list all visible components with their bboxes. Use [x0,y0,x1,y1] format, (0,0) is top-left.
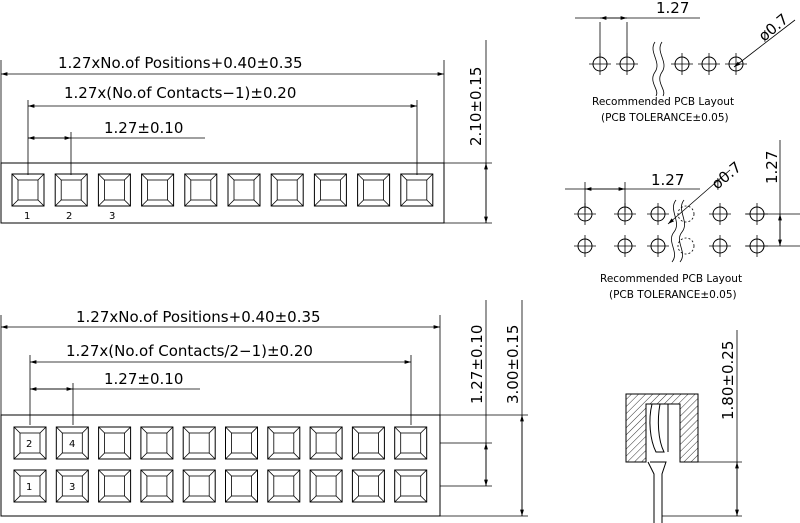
single-pin-square [54,173,88,207]
single-pin-square [270,173,304,207]
double-pin-square [267,469,301,503]
pcb-hole [698,53,720,75]
pcb-single-caption: Recommended PCB Layout [592,96,734,108]
single-pin-square [97,173,131,207]
pcb-hole [725,53,747,75]
side-height-dim: 1.80±0.25 [719,341,737,420]
pcb-hole [709,203,731,225]
double-pin-square [182,469,216,503]
double-contacts-dim: 1.27x(No.of Contacts/2−1)±0.20 [66,342,313,360]
pcb-single-holes [589,53,747,75]
single-pin-label-2: 2 [66,211,72,222]
double-pitch-dim: 1.27±0.10 [104,370,183,388]
double-pin-square [225,426,258,460]
double-height-dim: 3.00±0.15 [504,325,522,404]
double-row-pins [13,426,428,503]
double-pin-square [394,426,428,460]
pcb-hole [709,235,731,257]
pcb-single-view: 1.27 ø0.7 Recommended PCB Layout (PCB TO… [575,0,796,124]
single-height-dim: 2.10±0.15 [467,67,485,146]
side-contact [649,403,665,453]
double-pin-square [182,426,216,460]
pcb-hole [616,53,638,75]
double-row-pitch-dim: 1.27±0.10 [468,325,486,404]
double-pin-square [309,469,343,503]
pcb-double-tolerance: (PCB TOLERANCE±0.05) [609,289,737,301]
double-row-view: 2 4 1 3 1.27xNo.of Positions+0.40±0.35 1… [0,300,528,517]
single-pin-square [313,173,347,207]
pcb-double-hole-leader [667,169,731,225]
pcb-double-view: 1.27 ø0.7 1.27 Recommended PCB Layout (P… [565,140,800,301]
single-overall-dim: 1.27xNo.of Positions+0.40±0.35 [58,54,303,72]
single-pin-square [357,173,391,207]
single-pitch-dim: 1.27±0.10 [104,119,183,137]
pcb-double-pitch-dim: 1.27 [651,171,684,189]
side-body [625,393,699,463]
double-pin-square [351,426,385,460]
single-contacts-dim: 1.27x(No.of Contacts−1)±0.20 [64,84,296,102]
double-pin-square [351,469,385,503]
double-pin-square [55,426,89,460]
double-pin-square [140,469,174,503]
double-overall-dim: 1.27xNo.of Positions+0.40±0.35 [76,308,321,326]
pcb-single-hole-leader [733,19,796,68]
single-pin-label-1: 1 [24,211,30,222]
double-pin-label-2: 2 [26,439,32,450]
pcb-hole [671,53,693,75]
pcb-hidden-hole [677,205,695,223]
double-pin-square [309,426,343,460]
single-pin-label-3: 3 [109,211,115,222]
pcb-hole [647,235,669,257]
double-pin-label-1: 1 [26,482,32,493]
pcb-single-tolerance: (PCB TOLERANCE±0.05) [601,112,729,124]
single-row-view: 1 2 3 1.27xNo.of Positions+0.40±0.35 1.2… [0,40,492,224]
double-pin-square [394,469,428,503]
double-pin-label-3: 3 [69,482,75,493]
side-lead [650,461,667,523]
single-pin-square [141,173,175,207]
single-pin-square [11,173,45,207]
single-pin-square [400,173,434,207]
double-pin-square [267,426,301,460]
single-row-pins [11,173,434,207]
double-pin-square [225,469,258,503]
side-section-view: 1.80±0.25 [625,330,742,523]
pcb-hole [647,203,669,225]
pcb-hidden-hole [677,237,695,255]
pcb-double-row-pitch-dim: 1.27 [763,151,781,184]
pcb-double-holes [574,203,768,257]
double-row-body [0,414,441,517]
single-row-body [0,162,445,224]
pcb-hole [614,235,636,257]
single-pin-square [227,173,261,207]
double-pin-square [55,469,89,503]
pcb-double-caption: Recommended PCB Layout [600,273,742,285]
double-pin-label-4: 4 [69,439,75,450]
double-pin-square [140,426,174,460]
pcb-single-hole-dim: ø0.7 [755,10,792,45]
pcb-hole [574,235,596,257]
single-pin-square [184,173,218,207]
double-pin-square [13,469,47,503]
double-pin-square [98,469,132,503]
pcb-hole [589,53,611,75]
double-pin-square [98,426,132,460]
pcb-single-pitch-dim: 1.27 [656,0,689,17]
double-pin-square [13,426,47,460]
pcb-double-hole-dim: ø0.7 [708,158,745,193]
